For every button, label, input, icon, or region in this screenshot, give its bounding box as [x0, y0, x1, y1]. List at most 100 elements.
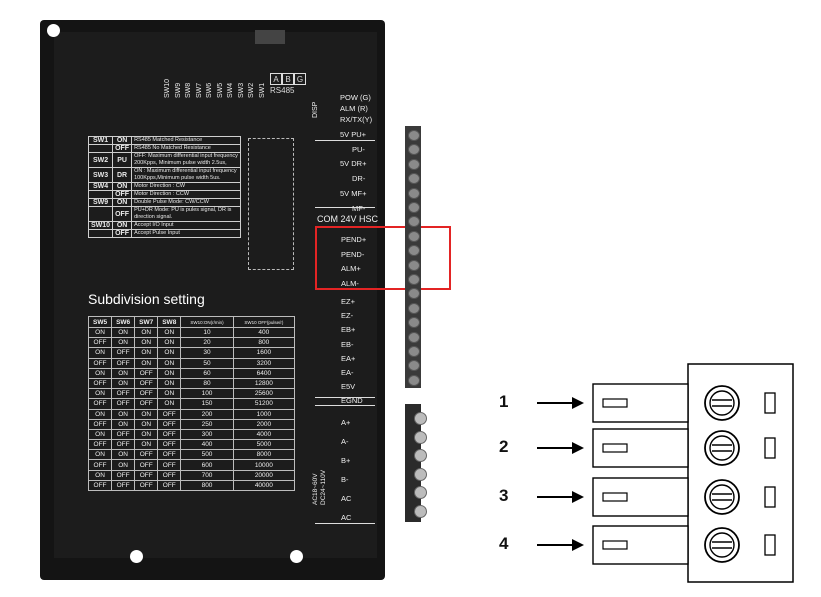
terminal-screw — [408, 245, 420, 257]
mount-hole — [290, 550, 303, 563]
terminal-label: 5V DR+ — [340, 159, 367, 169]
pin-g: G — [294, 73, 306, 85]
switch-state: OFF — [112, 206, 133, 222]
arrow-head — [572, 442, 584, 454]
terminal-screw-inner — [709, 532, 735, 558]
rs485-pins: A B G — [270, 73, 306, 85]
power-terminal-screw — [414, 467, 427, 481]
test-slot — [764, 392, 776, 414]
wire-clamp — [602, 540, 628, 550]
terminal-screw — [408, 144, 420, 156]
terminal-label: EZ- — [341, 311, 354, 321]
terminal-screw — [408, 274, 420, 285]
terminal-label: EB- — [341, 339, 354, 349]
terminal-label: ALM- — [341, 278, 359, 288]
terminal-label: E5V — [341, 382, 356, 392]
terminal-label: EZ+ — [341, 297, 355, 306]
terminal-screw — [408, 259, 420, 271]
pin-b: B — [282, 73, 294, 85]
terminal-screw — [408, 230, 420, 242]
terminal-screw — [408, 331, 420, 343]
terminal-screw — [408, 374, 420, 386]
terminal-label: COM 24V HSC — [317, 214, 379, 224]
power-terminal-screw — [414, 449, 427, 462]
terminal-label: ALM+ — [341, 264, 361, 273]
connector-housing — [687, 363, 794, 583]
panel-divider — [315, 207, 375, 208]
terminal-label: A+ — [341, 418, 351, 427]
wire-clamp — [602, 443, 628, 453]
terminal-label: EA+ — [341, 353, 356, 363]
arrow-head — [572, 539, 584, 551]
terminal-label: DR- — [352, 174, 366, 184]
terminal-label: PEND+ — [341, 235, 367, 244]
terminal-label: MF- — [352, 203, 366, 213]
power-terminal-screw — [414, 504, 427, 518]
subdivision-title: Subdivision setting — [88, 291, 205, 307]
switch-sw — [87, 229, 114, 238]
terminal-label: EA- — [341, 368, 354, 377]
disp-line: RX/TX(Y) — [340, 115, 373, 124]
panel-divider — [315, 140, 375, 141]
arrow-head — [572, 491, 584, 503]
test-slot — [764, 437, 776, 459]
pin-number-label: 4 — [499, 534, 509, 553]
terminal-screw-inner — [709, 435, 735, 461]
terminal-screw — [408, 173, 420, 185]
terminal-label: EGND — [341, 396, 363, 406]
wire-clamp — [602, 398, 628, 408]
test-slot — [764, 534, 776, 556]
terminal-label: AC — [341, 494, 352, 503]
terminal-screw — [408, 302, 420, 314]
terminal-label: 5V PU+ — [340, 130, 367, 139]
panel-divider — [315, 405, 375, 406]
terminal-screw — [408, 360, 420, 372]
terminal-screw — [408, 187, 420, 199]
switch-state: OFF — [112, 229, 133, 238]
terminal-label: PEND- — [341, 249, 365, 259]
terminal-screw — [408, 288, 420, 300]
terminal-screw — [408, 346, 420, 357]
subdivision-cell: 800 — [180, 479, 234, 492]
terminal-label: EB+ — [341, 325, 356, 335]
alarm-terminal-highlight — [315, 226, 451, 290]
terminal-screw — [408, 202, 420, 213]
terminal-screw — [408, 216, 420, 228]
panel-divider — [315, 397, 375, 398]
arrow-head — [572, 397, 584, 409]
terminal-screw — [408, 158, 420, 170]
pin-number-label: 3 — [499, 486, 509, 505]
terminal-label: 5V MF+ — [340, 188, 367, 198]
disp-line: POW (G) — [340, 93, 371, 102]
terminal-label: B+ — [341, 456, 351, 465]
terminal-screw — [408, 130, 420, 141]
power-terminal-screw — [414, 430, 427, 444]
switch-desc: OFF: Maximum differential input frequenc… — [131, 152, 241, 168]
panel-divider — [315, 523, 375, 524]
power-terminal-screw — [414, 486, 427, 499]
disp-line: ALM (R) — [340, 104, 368, 113]
subdivision-cell: 40000 — [232, 479, 296, 492]
label-area — [248, 138, 294, 270]
terminal-screw-inner — [709, 390, 735, 416]
pin-a: A — [270, 73, 282, 85]
mount-hole — [130, 550, 143, 563]
terminal-label: AC — [341, 513, 352, 522]
test-slot — [764, 486, 776, 508]
mount-hole — [47, 24, 60, 37]
terminal-screw-inner — [709, 484, 735, 510]
terminal-label: PU- — [352, 144, 365, 154]
terminal-screw — [408, 317, 420, 329]
